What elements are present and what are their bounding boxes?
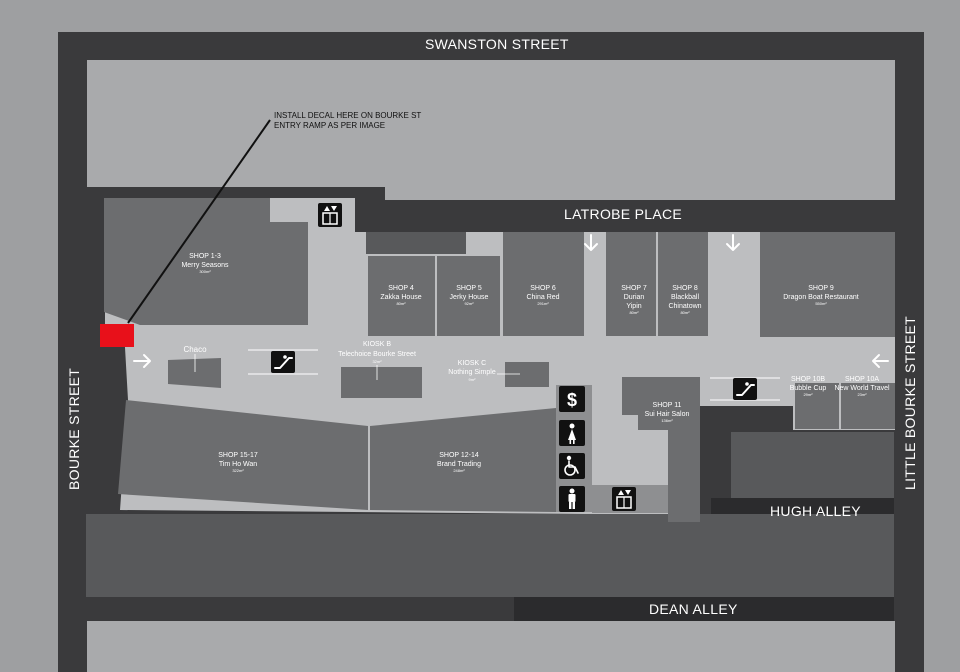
male-toilet-icon [559, 486, 585, 512]
shop-10a-unit[interactable] [841, 383, 895, 429]
shop-7-name-2: Yipin [626, 303, 641, 310]
shop-8-area: 80m² [680, 310, 690, 315]
south-building [87, 621, 895, 672]
decal-leader-line [127, 119, 271, 324]
lift-icon [612, 487, 636, 511]
shop-10b-area: 29m² [803, 392, 813, 397]
shop-15-17-name: Tim Ho Wan [219, 461, 257, 468]
shop-11-name: Sui Hair Salon [645, 411, 690, 418]
precinct-block-lower [86, 514, 894, 597]
shop-8-unit-label: SHOP 8 [672, 285, 698, 292]
precinct-block-hugh [731, 432, 894, 498]
shop-10b-name: Bubble Cup [790, 385, 827, 392]
street-label-swanston: SWANSTON STREET [425, 36, 569, 52]
atm-icon: $ [559, 386, 585, 412]
female-toilet-icon [559, 420, 585, 446]
kiosk-c-area: 9m² [469, 377, 477, 382]
shop-9-area: 550m² [815, 301, 827, 306]
shop-11-area: 136m² [661, 418, 673, 423]
shop-10b-unit[interactable] [795, 383, 839, 429]
shop-1-3-area: 300m² [199, 269, 211, 274]
shop-11-unit-label: SHOP 11 [653, 402, 682, 409]
lift-icon [318, 203, 342, 227]
shop-5-area: 92m² [464, 301, 474, 306]
arrow-icon [726, 234, 740, 251]
shop-15-17-area: 322m² [232, 468, 244, 473]
shop-15-17-unit-label: SHOP 15-17 [218, 452, 258, 459]
street-label-dean: DEAN ALLEY [649, 601, 738, 617]
shop-8-name-1: Blackball [671, 294, 699, 301]
north-building [87, 60, 895, 187]
arrow-icon [133, 354, 151, 368]
shop-10a-unit-label: SHOP 10A [845, 376, 879, 383]
shop-4-5-strip [366, 232, 466, 254]
shop-5-name: Jerky House [450, 294, 489, 301]
shop-1-3[interactable] [104, 198, 308, 325]
svg-text:$: $ [567, 390, 577, 410]
shop-15-17-unit[interactable] [118, 400, 368, 510]
shop-6-name: China Red [526, 294, 559, 301]
service-corridor [700, 406, 793, 430]
chaco-label: Chaco [183, 345, 207, 354]
escalator-icon [248, 349, 318, 375]
shop-12-14-unit-label: SHOP 12-14 [439, 452, 479, 459]
kiosk-c[interactable] [505, 362, 549, 387]
shop-12-14-area: 248m² [453, 468, 465, 473]
shop-10a-name: New World Travel [834, 385, 890, 392]
shop-12-14-name: Brand Trading [437, 461, 481, 468]
shop-4-area: 80m² [396, 301, 406, 306]
shop-9-name: Dragon Boat Restaurant [783, 294, 859, 301]
shop-1-3-name: Merry Seasons [181, 262, 229, 269]
shop-7-unit-label: SHOP 7 [621, 285, 647, 292]
shop-5-unit-label: SHOP 5 [456, 285, 482, 292]
shop-6-area: 291m² [537, 301, 549, 306]
accessible-toilet-icon [559, 453, 585, 479]
street-label-bourke: BOURKE STREET [66, 368, 82, 490]
shop-5-unit[interactable] [437, 256, 500, 336]
decal-note-line-1: INSTALL DECAL HERE ON BOURKE ST [274, 111, 421, 120]
street-label-latrobe: LATROBE PLACE [564, 206, 682, 222]
dean-alley-lane [514, 597, 894, 621]
kiosk-c-name: Nothing Simple [448, 369, 496, 376]
shop-4-name: Zakka House [380, 294, 421, 301]
shop-10a-area: 23m² [857, 392, 867, 397]
shop-7-unit[interactable] [606, 232, 656, 336]
kiosk-b-unit-label: KIOSK B [363, 341, 391, 348]
street-label-little-bourke: LITTLE BOURKE STREET [902, 316, 918, 490]
chaco-shop[interactable] [168, 358, 221, 388]
arrow-icon [584, 234, 598, 251]
shop-4-unit[interactable] [368, 256, 435, 336]
kiosk-b-area: 32m² [372, 359, 382, 364]
decal-location-marker [100, 324, 134, 347]
escalator-icon [710, 377, 780, 401]
shop-9-unit-label: SHOP 9 [808, 285, 834, 292]
kiosk-c-unit-label: KIOSK C [458, 360, 486, 367]
kiosk-b[interactable] [341, 367, 422, 398]
arrow-icon [872, 354, 889, 368]
shop-8-name-2: Chinatown [668, 303, 701, 310]
shop-7-name-1: Durian [624, 294, 645, 301]
shop-4-unit-label: SHOP 4 [388, 285, 414, 292]
shop-6-unit-label: SHOP 6 [530, 285, 556, 292]
kiosk-b-name: Telechoice Bourke Street [338, 351, 416, 358]
shop-10b-unit-label: SHOP 10B [791, 376, 825, 383]
shop-9-unit[interactable] [760, 232, 895, 337]
north-building-east [385, 187, 895, 200]
shop-11-unit[interactable] [622, 377, 700, 522]
shop-7-area: 80m² [629, 310, 639, 315]
shop-8-unit[interactable] [658, 232, 708, 336]
shop-6-unit[interactable] [503, 232, 584, 336]
decal-note-line-2: ENTRY RAMP AS PER IMAGE [274, 121, 385, 130]
shop-12-14-unit[interactable] [370, 408, 556, 512]
street-label-hugh: HUGH ALLEY [770, 503, 861, 519]
shop-1-3-unit: SHOP 1-3 [189, 253, 221, 260]
